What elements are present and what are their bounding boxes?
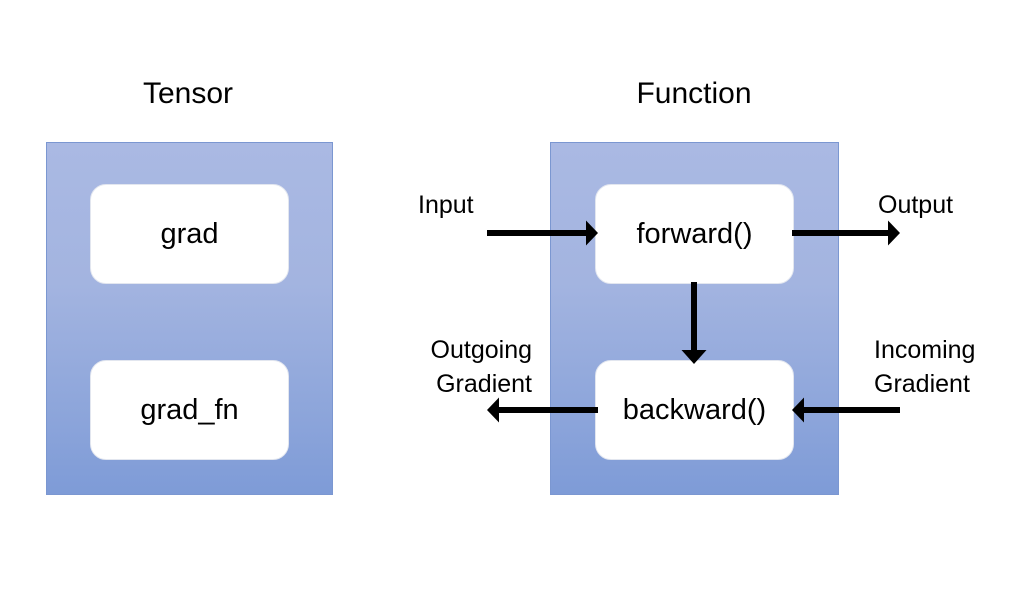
backward-box-label: backward(): [622, 394, 767, 426]
tensor-section-title: Tensor: [142, 77, 234, 110]
grad-fn-box: grad_fn: [90, 360, 289, 460]
function-section-title: Function: [636, 77, 752, 110]
input-label: Input: [418, 191, 474, 219]
incoming-gradient-label: Incoming Gradient: [874, 336, 976, 398]
output-label: Output: [878, 191, 954, 219]
grad-fn-box-label: grad_fn: [140, 394, 239, 426]
grad-box: grad: [90, 184, 289, 284]
outgoing-gradient-label: Outgoing Gradient: [430, 336, 532, 398]
grad-box-label: grad: [160, 218, 219, 250]
forward-box-label: forward(): [636, 218, 753, 250]
backward-box: backward(): [595, 360, 794, 460]
forward-box: forward(): [595, 184, 794, 284]
